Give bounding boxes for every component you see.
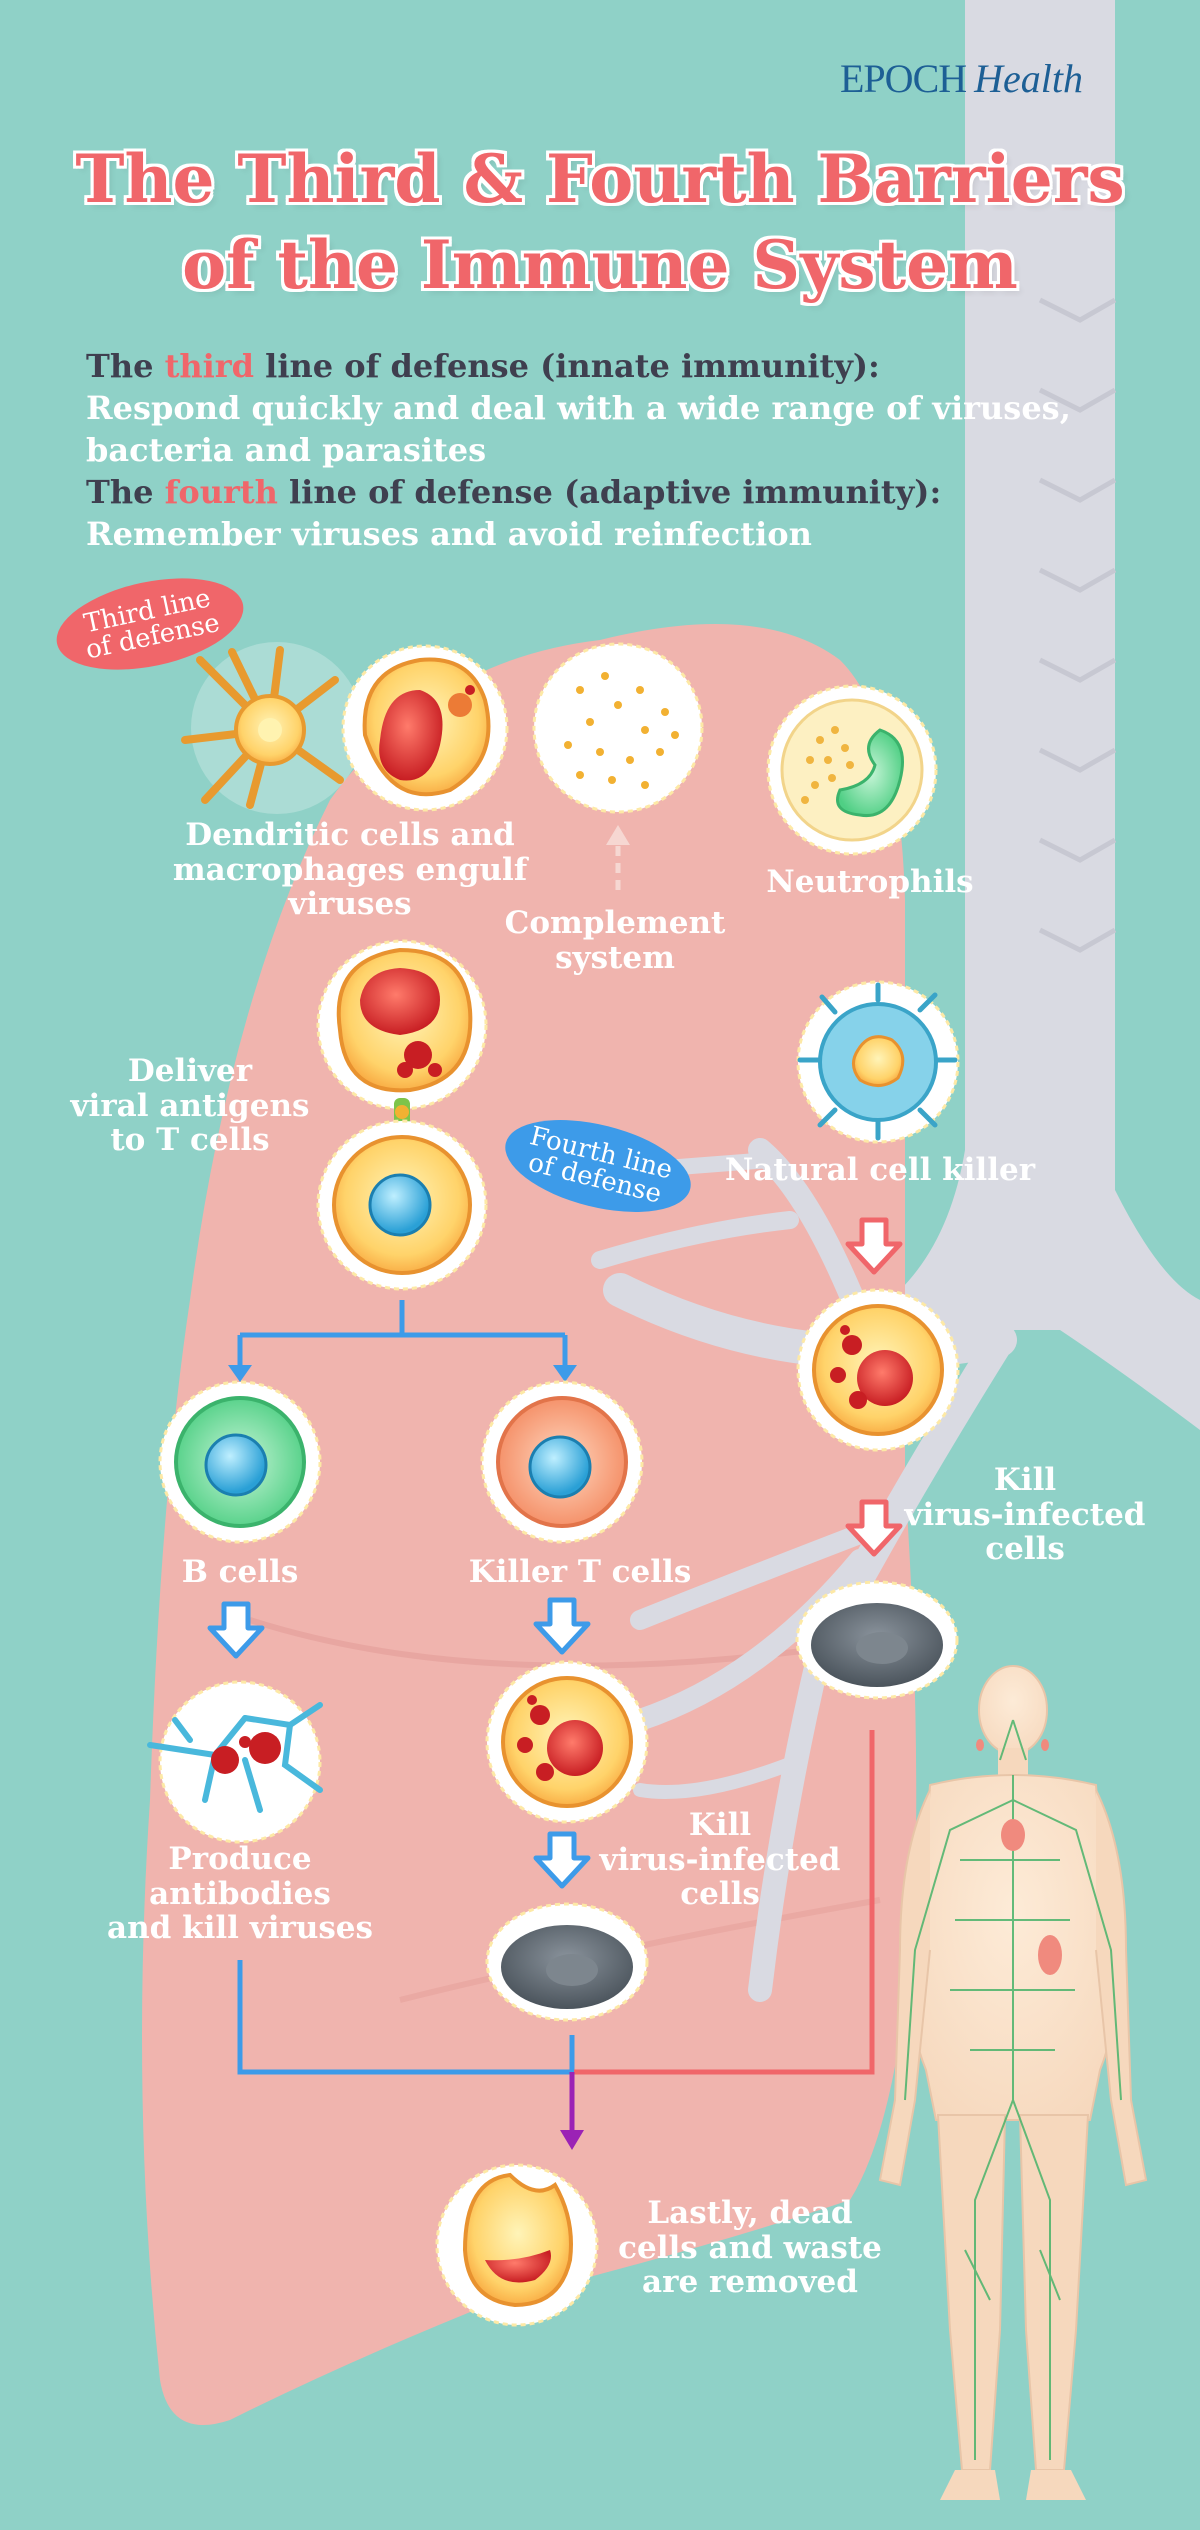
intro-fourth-suffix: line of defense (adaptive immunity): xyxy=(277,473,942,511)
helper-t-cell xyxy=(316,1119,488,1291)
intro-third-desc-1: Respond quickly and deal with a wide ran… xyxy=(86,389,1071,427)
label-lastly-line-2: cells and waste xyxy=(618,2229,882,2266)
label-lastly-line-1: Lastly, dead xyxy=(647,2195,853,2231)
dendritic-cell xyxy=(181,642,363,814)
brand-suffix: Health xyxy=(974,56,1084,101)
title-line-1: The Third & Fourth Barriers xyxy=(75,140,1125,218)
label-antibodies-line-3: and kill viruses xyxy=(107,1910,373,1947)
label-dendritic-line-1: Dendritic cells and xyxy=(185,817,515,853)
cleanup-macrophage-cell xyxy=(435,2163,599,2327)
label-neutrophils-line-1: Neutrophils xyxy=(766,864,974,900)
intro-fourth-heading: The fourth line of defense (adaptive imm… xyxy=(86,472,941,512)
label-kill-right: Kill virus-infected cells xyxy=(890,1463,1160,1567)
label-neutrophils: Neutrophils xyxy=(730,865,1010,900)
antibodies-cell xyxy=(147,1680,323,1844)
intro-third-highlight: third xyxy=(164,347,255,385)
label-deliver-line-3: to T cells xyxy=(110,1122,270,1159)
infected-cell-right xyxy=(796,1288,960,1452)
label-antibodies-line-2: antibodies xyxy=(149,1875,331,1912)
intro-third-heading: The third line of defense (innate immuni… xyxy=(86,346,880,386)
label-b-cells: B cells xyxy=(140,1555,340,1590)
intro-fourth-desc: Remember viruses and avoid reinfection xyxy=(86,515,812,553)
label-killer-t: Killer T cells xyxy=(440,1555,720,1590)
label-dendritic-line-2: macrophages engulf xyxy=(172,851,528,888)
label-nk-line-1: Natural cell killer xyxy=(724,1152,1036,1188)
label-antibodies-line-1: Produce xyxy=(168,1841,312,1877)
killer-t-cell xyxy=(480,1380,644,1544)
label-lastly: Lastly, dead cells and waste are removed xyxy=(600,2196,900,2300)
label-natural-killer: Natural cell killer xyxy=(710,1153,1050,1188)
label-complement-line-2: system xyxy=(555,939,675,976)
macrophage-cell xyxy=(341,644,509,812)
label-dendritic: Dendritic cells and macrophages engulf v… xyxy=(140,818,560,922)
intro-fourth-prefix: The xyxy=(86,473,165,511)
hollow-arrow-t1 xyxy=(533,1597,591,1655)
intro-third-prefix: The xyxy=(86,347,165,385)
hollow-arrow-nk2 xyxy=(845,1499,903,1557)
label-antibodies: Produce antibodies and kill viruses xyxy=(80,1842,400,1946)
antigen-presenting-cell xyxy=(316,939,488,1126)
label-deliver-line-2: viral antigens xyxy=(70,1087,310,1124)
intro-fourth-highlight: fourth xyxy=(164,473,278,511)
label-deliver-line-1: Deliver xyxy=(127,1053,253,1089)
label-kill-right-line-1: Kill xyxy=(993,1462,1057,1498)
human-body-figure xyxy=(878,1665,1148,2500)
natural-killer-cell xyxy=(796,980,960,1144)
label-kill-right-line-3: cells xyxy=(985,1531,1065,1568)
label-kill-mid-line-1: Kill xyxy=(688,1807,752,1843)
intro-third-desc-2: bacteria and parasites xyxy=(86,431,487,469)
label-dendritic-line-3: viruses xyxy=(288,886,412,923)
label-killer-t-line-1: Killer T cells xyxy=(468,1554,692,1590)
label-kill-mid: Kill virus-infected cells xyxy=(590,1808,850,1912)
label-kill-mid-line-3: cells xyxy=(680,1876,760,1913)
neutrophil-cell xyxy=(766,684,938,856)
label-deliver: Deliver viral antigens to T cells xyxy=(50,1054,330,1158)
label-lastly-line-3: are removed xyxy=(642,2264,858,2301)
hollow-arrow-b xyxy=(207,1601,265,1659)
infected-cell-mid xyxy=(485,1660,649,1824)
label-complement: Complement system xyxy=(470,906,760,975)
b-cell xyxy=(158,1380,322,1544)
label-kill-mid-line-2: virus-infected xyxy=(599,1841,841,1878)
complement-cell xyxy=(532,642,704,814)
intro-third-suffix: line of defense (innate immunity): xyxy=(254,347,880,385)
label-complement-line-1: Complement xyxy=(504,905,726,941)
label-kill-right-line-2: virus-infected xyxy=(904,1496,1146,1533)
trachea-shape xyxy=(900,0,1200,1430)
label-bcells-line-1: B cells xyxy=(181,1554,299,1590)
brand-name: EPOCH xyxy=(840,56,967,101)
dead-cell-mid xyxy=(485,1902,649,2022)
title-line-2: of the Immune System xyxy=(182,226,1018,304)
hollow-arrow-t2 xyxy=(533,1831,591,1889)
hollow-arrow-nk1 xyxy=(845,1217,903,1275)
dead-cell-right xyxy=(795,1580,959,1700)
flow-arrows xyxy=(207,825,903,2150)
